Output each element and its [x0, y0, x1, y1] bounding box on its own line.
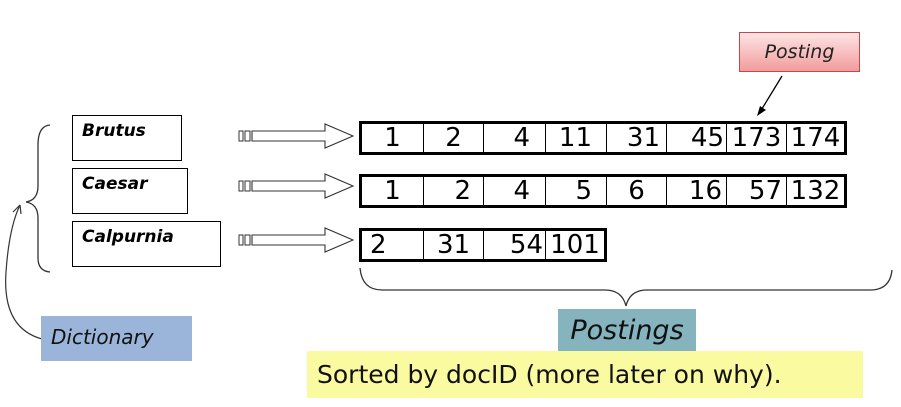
posting-cell: 16 [667, 177, 727, 205]
postings-brace [359, 267, 893, 307]
posting-cell: 11 [546, 124, 607, 152]
block-arrow-caesar [238, 173, 355, 199]
block-arrow-brutus [238, 123, 355, 149]
posting-cell: 2 [362, 231, 424, 259]
posting-cell: 1 [362, 177, 424, 205]
posting-cell: 2 [424, 124, 484, 152]
postings-list-brutus: 1 2 4 11 31 45 173 174 [359, 121, 847, 155]
posting-cell: 1 [362, 124, 424, 152]
posting-cell: 57 [727, 177, 787, 205]
posting-cell: 132 [790, 177, 841, 205]
dictionary-brace [25, 124, 51, 273]
posting-cell: 4 [484, 177, 546, 205]
term-brutus: Brutus [72, 115, 182, 161]
posting-cell: 4 [484, 124, 546, 152]
posting-cell: 31 [607, 124, 667, 152]
posting-cell: 174 [790, 124, 841, 152]
postings-list-caesar: 1 2 4 5 6 16 57 132 [359, 174, 847, 208]
term-caesar: Caesar [72, 168, 188, 214]
posting-callout-arrowhead [757, 106, 766, 116]
posting-cell: 2 [424, 177, 484, 205]
dictionary-label: Dictionary [41, 316, 192, 361]
sorted-note: Sorted by docID (more later on why). [307, 351, 863, 398]
posting-cell: 45 [667, 124, 727, 152]
block-arrow-calpurnia [238, 227, 355, 253]
posting-cell: 6 [607, 177, 667, 205]
posting-callout-label: Posting [739, 32, 860, 72]
postings-list-calpurnia: 2 31 54 101 [359, 228, 607, 262]
term-calpurnia: Calpurnia [72, 221, 221, 267]
dictionary-arrowhead [12, 204, 22, 215]
posting-cell: 101 [550, 231, 600, 259]
postings-label: Postings [558, 309, 696, 353]
dictionary-curve-arrow [5, 204, 43, 340]
posting-cell: 173 [727, 124, 787, 152]
posting-cell: 54 [484, 231, 546, 259]
posting-callout-arrow [759, 75, 783, 113]
posting-cell: 5 [546, 177, 607, 205]
posting-cell: 31 [424, 231, 484, 259]
